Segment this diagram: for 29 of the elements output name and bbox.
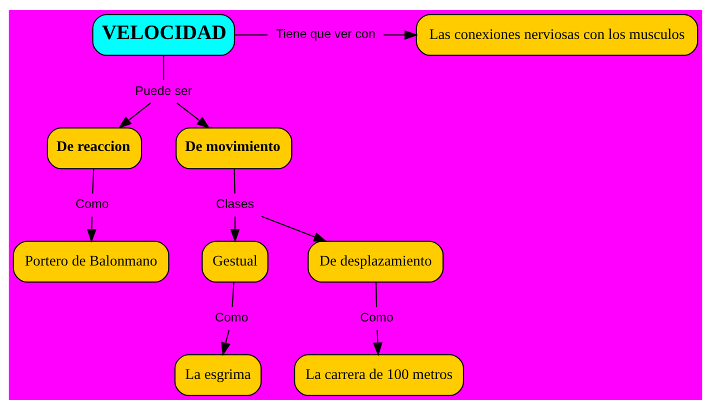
arrow [221,329,230,356]
node-box: La carrera de 100 metros [294,354,464,396]
arrow [230,216,240,242]
node-box: Las conexiones nerviosas con los musculos [416,13,698,56]
node-text: Clases [216,196,254,211]
node-text: Tiene que ver con [276,26,376,41]
node-box: Portero de Balonmano [12,240,170,282]
connector [232,282,234,306]
node-box: VELOCIDAD [92,13,236,56]
arrow [118,102,151,128]
node-box: De movimiento [176,126,292,169]
arrow [372,329,382,356]
connector [234,168,236,193]
connector [375,282,378,306]
node-box: De reaccion [46,126,142,169]
arrow [86,216,96,242]
node-text: Como [215,310,248,324]
connector [92,168,94,193]
node-box: De desplazamiento [308,240,444,282]
node-text: Puede ser [135,83,192,98]
node-box: Gestual [202,240,268,282]
node-text: Como [76,196,109,211]
node-text: Como [360,310,394,324]
connector [163,54,164,80]
arrow [176,102,210,128]
connector [234,34,268,35]
arrow [384,30,418,40]
node-box: La esgrima [174,354,262,396]
arrow [261,215,328,242]
